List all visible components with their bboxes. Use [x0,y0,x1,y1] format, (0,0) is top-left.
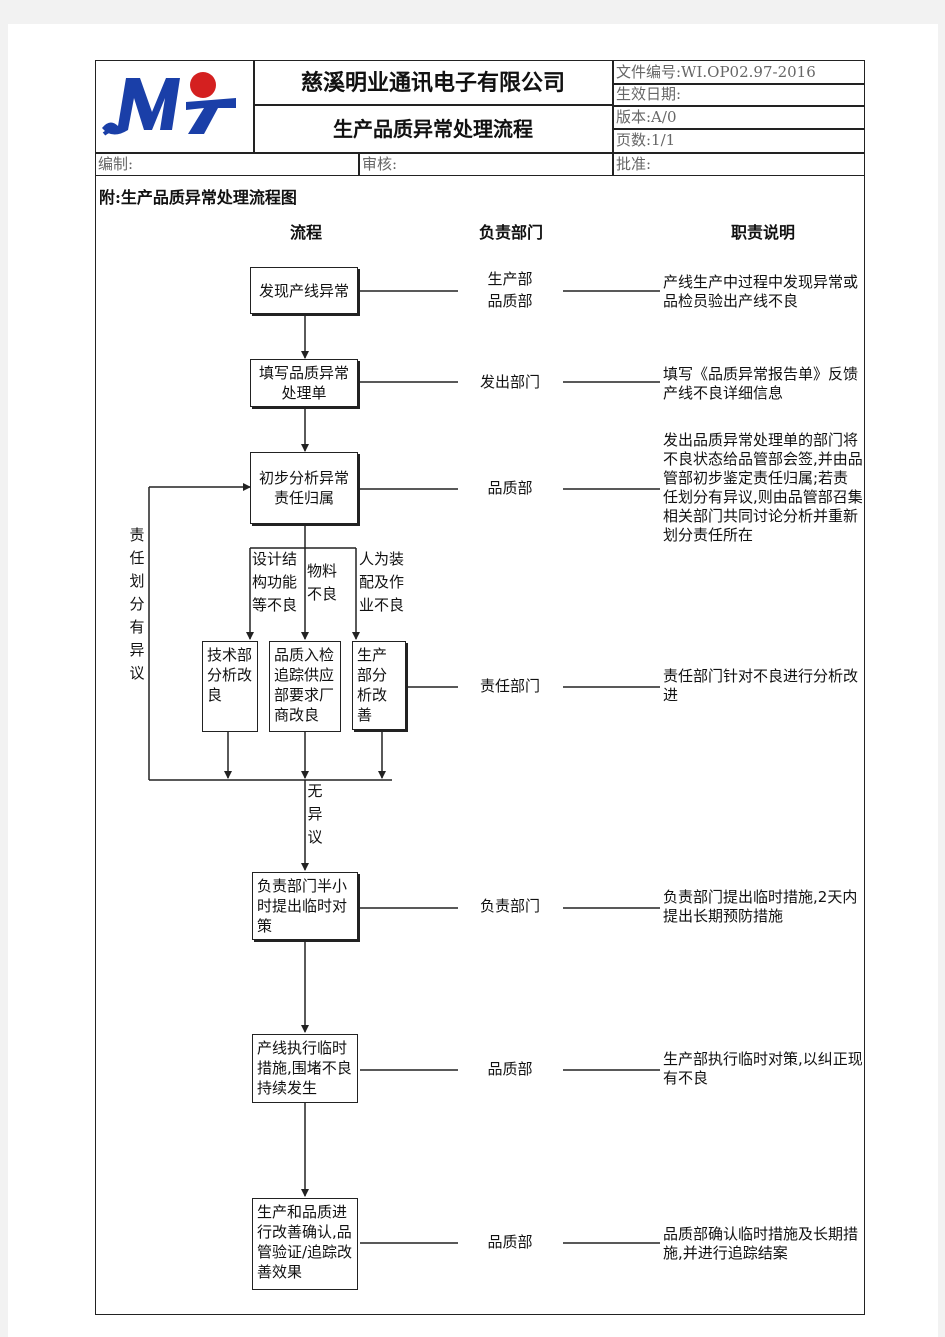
dept-step-5: 负责部门 [479,897,540,915]
desc-step-3: 发出品质异常处理单的部门将不良状态给品管部会签,并由品管部初步鉴定责任归属;若责… [663,431,863,544]
branch-label-human: 人为装配及作业不良 [359,550,405,614]
prepared-by: 编制: [98,155,134,173]
doc-number: 文件编号:WI.OP02.97-2016 [616,63,816,81]
column-header-dept: 负责部门 [478,223,543,242]
document-title: 生产品质异常处理流程 [333,117,533,141]
flow-step-fill-form: 填写品质异常处理单 [250,359,358,407]
desc-step-7: 品质部确认临时措施及长期措施,并进行追踪结案 [663,1225,859,1262]
desc-step-1: 产线生产中过程中发现异常或品检员验出产线不良 [663,273,859,310]
branch-label-material: 物料不良 [307,562,338,603]
column-header-duty: 职责说明 [730,223,795,242]
desc-step-2: 填写《品质异常报告单》反馈产线不良详细信息 [663,365,859,402]
dept-step-4: 责任部门 [479,677,540,695]
company-logo [100,68,240,138]
branch-box-quality-supplier: 品质入检追踪供应部要求厂商改良 [269,641,341,732]
desc-step-5: 负责部门提出临时措施,2天内提出长期预防措施 [663,888,858,925]
branch-label-design: 设计结构功能等不良 [252,550,298,614]
reviewed-by: 审核: [362,155,398,173]
dept-step-2: 发出部门 [479,373,540,391]
approved-by: 批准: [616,155,652,173]
dept-step-1: 生产部 品质部 [470,268,550,312]
page-count: 页数:1/1 [616,131,676,149]
flow-connectors [148,290,660,1244]
branch-box-tech: 技术部分析改良 [202,641,258,732]
branch-box-production: 生产部分析改善 [352,641,406,730]
version: 版本:A/0 [616,108,677,126]
dept-step-6: 品质部 [487,1060,533,1078]
feedback-label: 责任划分有异议 [129,526,145,682]
flow-step-detect: 发现产线异常 [250,267,358,314]
flow-step-analyze: 初步分析异常责任归属 [250,452,358,524]
dept-step-3: 品质部 [487,479,533,497]
flow-step-execute: 产线执行临时措施,围堵不良持续发生 [252,1034,358,1103]
desc-step-4: 责任部门针对不良进行分析改进 [663,667,859,704]
company-name: 慈溪明业通讯电子有限公司 [300,70,565,96]
flow-step-verify: 生产和品质进行改善确认,品管验证/追踪改善效果 [252,1198,358,1290]
column-header-flow: 流程 [289,223,322,242]
effective-date: 生效日期: [616,85,682,103]
body-frame [95,175,865,1315]
no-objection-label: 无异议 [307,782,323,846]
desc-step-6: 生产部执行临时对策,以纠正现有不良 [663,1050,863,1087]
section-title: 附:生产品质异常处理流程图 [99,188,297,207]
flow-step-temp-measure: 负责部门半小时提出临时对策 [252,872,358,940]
dept-step-7: 品质部 [487,1233,533,1251]
dept-step-1-text: 生产部 品质部 [487,270,533,310]
document-page: 慈溪明业通讯电子有限公司 生产品质异常处理流程 文件编号:WI.OP02.97-… [8,24,938,1337]
